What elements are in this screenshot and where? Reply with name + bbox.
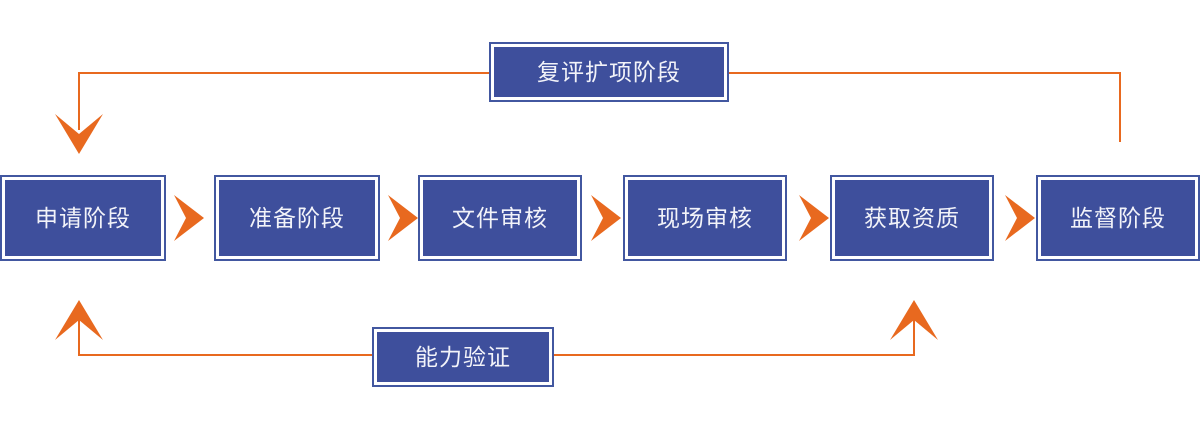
chevron-icon-2 bbox=[386, 193, 420, 243]
bottom-loop-line-right bbox=[551, 354, 915, 356]
stage-onsite-audit[interactable]: 现场审核 bbox=[623, 175, 787, 261]
arrow-up-icon-right bbox=[888, 298, 940, 342]
stage-supervision[interactable]: 监督阶段 bbox=[1036, 175, 1200, 261]
stage-application-label: 申请阶段 bbox=[35, 204, 131, 231]
stage-proficiency-testing-label: 能力验证 bbox=[415, 343, 511, 370]
chevron-icon-5 bbox=[1003, 193, 1037, 243]
chevron-icon-3 bbox=[589, 193, 623, 243]
top-loop-line-right bbox=[727, 72, 1121, 74]
stage-document-review-label: 文件审核 bbox=[452, 204, 548, 231]
top-loop-line-vertical-right bbox=[1119, 72, 1121, 142]
stage-application[interactable]: 申请阶段 bbox=[0, 175, 166, 261]
arrow-down-icon bbox=[53, 112, 105, 156]
top-loop-line-left bbox=[78, 72, 492, 74]
stage-proficiency-testing[interactable]: 能力验证 bbox=[372, 327, 554, 387]
stage-reassessment-expansion[interactable]: 复评扩项阶段 bbox=[489, 42, 729, 102]
stage-obtain-qualification[interactable]: 获取资质 bbox=[830, 175, 994, 261]
bottom-loop-line-vertical-right bbox=[913, 320, 915, 356]
chevron-icon-1 bbox=[172, 193, 206, 243]
chevron-icon-4 bbox=[797, 193, 831, 243]
top-loop-line-vertical-left bbox=[78, 72, 80, 130]
stage-preparation[interactable]: 准备阶段 bbox=[214, 175, 380, 261]
stage-supervision-label: 监督阶段 bbox=[1070, 204, 1166, 231]
stage-document-review[interactable]: 文件审核 bbox=[418, 175, 582, 261]
bottom-loop-line-left bbox=[78, 354, 374, 356]
arrow-up-icon-left bbox=[53, 298, 105, 342]
stage-reassessment-expansion-label: 复评扩项阶段 bbox=[537, 58, 681, 85]
bottom-loop-line-vertical-left bbox=[78, 320, 80, 356]
stage-onsite-audit-label: 现场审核 bbox=[657, 204, 753, 231]
stage-obtain-qualification-label: 获取资质 bbox=[864, 204, 960, 231]
stage-preparation-label: 准备阶段 bbox=[249, 204, 345, 231]
